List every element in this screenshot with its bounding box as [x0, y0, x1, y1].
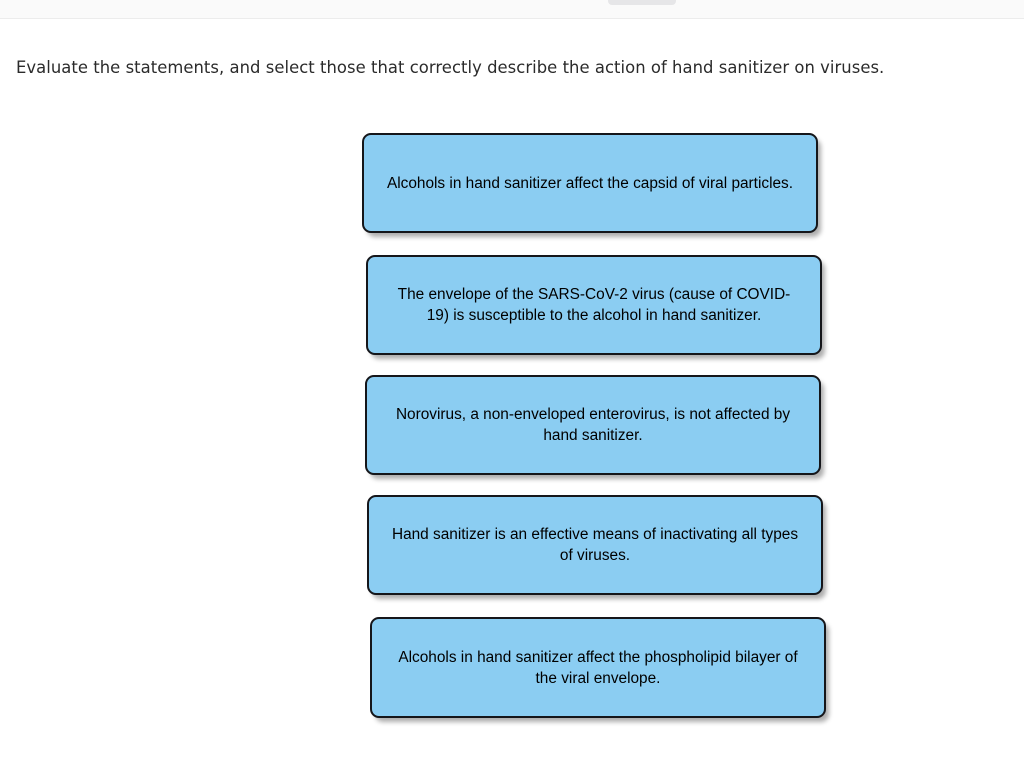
answer-option-label: Alcohols in hand sanitizer affect the ca… [386, 174, 794, 192]
question-prompt: Evaluate the statements, and select thos… [16, 58, 885, 77]
answer-option-label: Hand sanitizer is an effective means of … [391, 526, 799, 564]
answer-option-2[interactable]: The envelope of the SARS-CoV-2 virus (ca… [366, 255, 822, 355]
answer-option-5[interactable]: Alcohols in hand sanitizer affect the ph… [370, 617, 826, 718]
answer-option-label: The envelope of the SARS-CoV-2 virus (ca… [397, 286, 791, 324]
answer-option-3[interactable]: Norovirus, a non-enveloped enterovirus, … [365, 375, 821, 475]
answer-option-label: Alcohols in hand sanitizer affect the ph… [398, 648, 798, 687]
top-bar-pill [608, 0, 676, 5]
answer-option-1[interactable]: Alcohols in hand sanitizer affect the ca… [362, 133, 818, 233]
browser-top-bar [0, 0, 1024, 19]
answer-option-4[interactable]: Hand sanitizer is an effective means of … [367, 495, 823, 595]
answer-option-label: Norovirus, a non-enveloped enterovirus, … [395, 406, 791, 444]
